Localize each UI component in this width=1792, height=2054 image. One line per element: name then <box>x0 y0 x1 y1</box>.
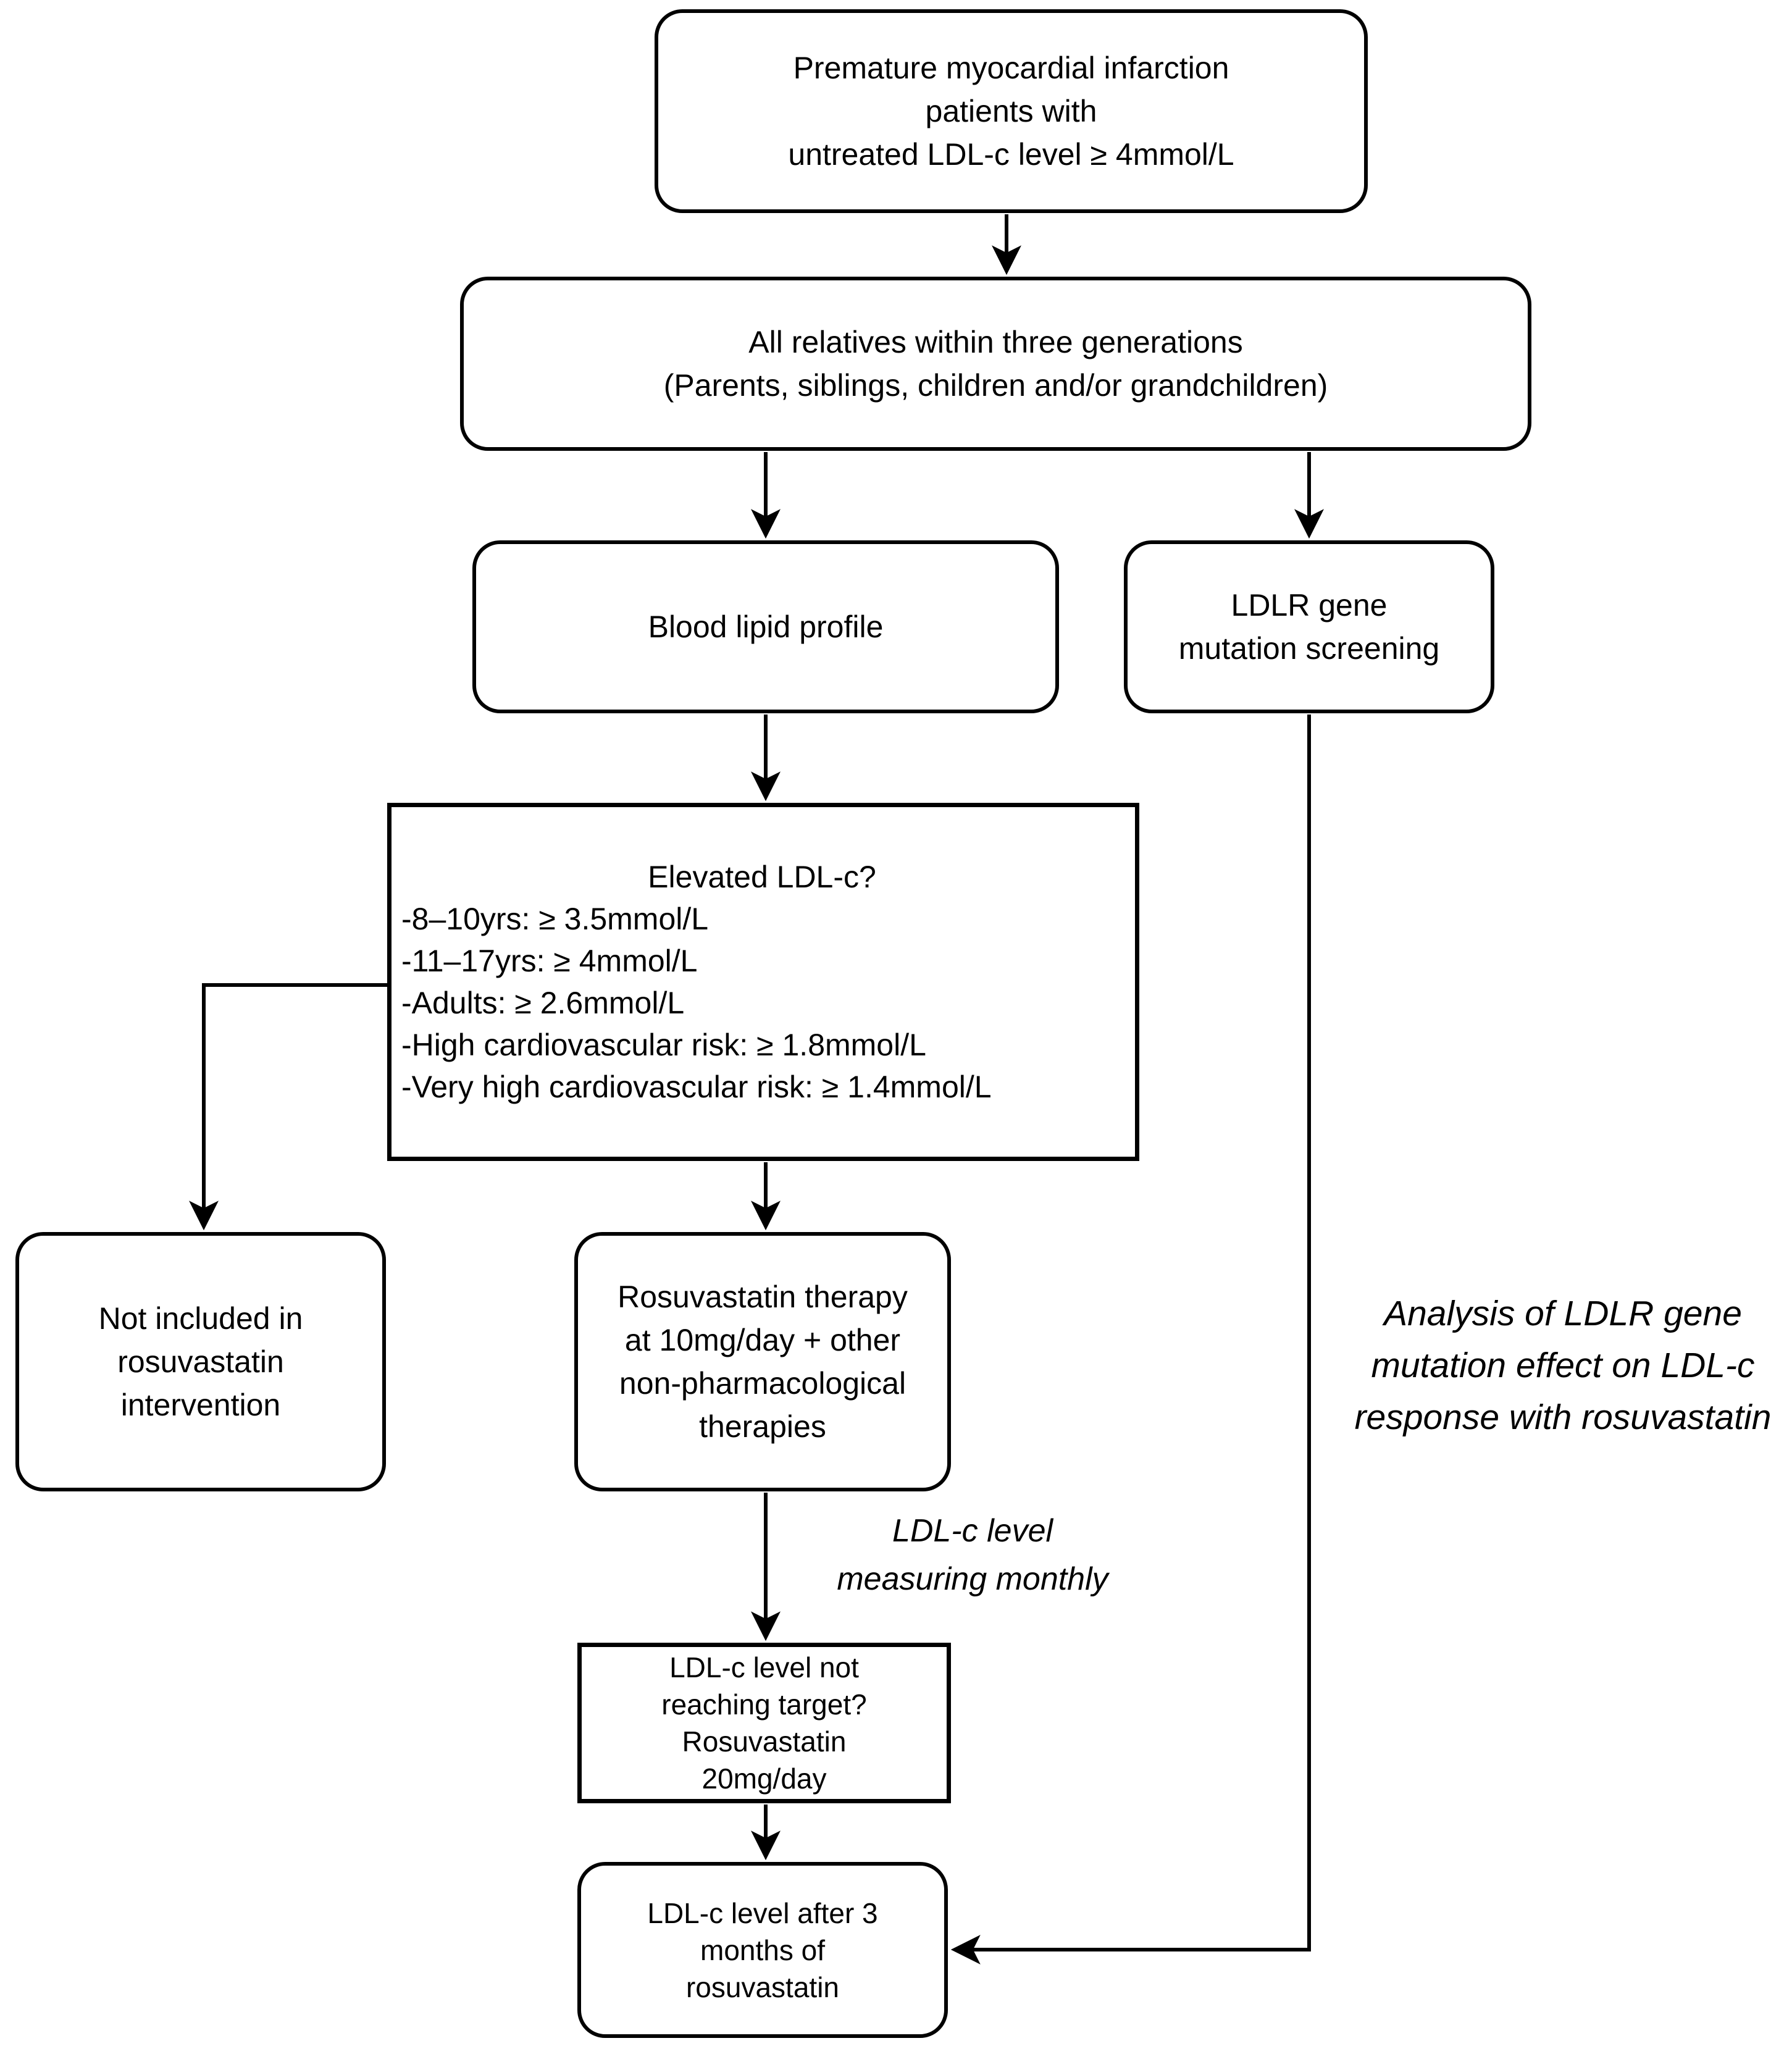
box-elevated-ldlc-criteria: Elevated LDL-c? -8–10yrs: ≥ 3.5mmol/L -1… <box>387 803 1139 1161</box>
box-elevated-ldlc-title: Elevated LDL-c? <box>648 860 876 894</box>
box-rosuvastatin-therapy: Rosuvastatin therapy at 10mg/day + other… <box>574 1232 951 1491</box>
box-ldlc-not-reaching-target-text: LDL-c level not reaching target? Rosuvas… <box>661 1651 867 1795</box>
box-elevated-ldlc-list: -8–10yrs: ≥ 3.5mmol/L -11–17yrs: ≥ 4mmol… <box>401 902 992 1104</box>
box-ldlc-after-3-months: LDL-c level after 3 months of rosuvastat… <box>577 1862 948 2038</box>
box-premature-mi-patients: Premature myocardial infarction patients… <box>655 9 1368 213</box>
box-not-included-text: Not included in rosuvastatin interventio… <box>98 1301 303 1422</box>
arrow-elevated-to-not-included <box>189 983 387 1231</box>
box-premature-mi-patients-text: Premature myocardial infarction patients… <box>788 51 1234 172</box>
box-blood-lipid-profile: Blood lipid profile <box>472 540 1059 713</box>
label-analysis-ldlr-mutation-effect: Analysis of LDLR gene mutation effect on… <box>1354 1294 1772 1437</box>
box-blood-lipid-profile-text: Blood lipid profile <box>648 610 884 644</box>
box-ldlc-after-3-months-text: LDL-c level after 3 months of rosuvastat… <box>647 1897 878 2003</box>
box-ldlc-not-reaching-target: LDL-c level not reaching target? Rosuvas… <box>577 1643 951 1803</box>
box-not-included: Not included in rosuvastatin interventio… <box>15 1232 386 1491</box>
box-rosuvastatin-therapy-text: Rosuvastatin therapy at 10mg/day + other… <box>618 1280 908 1444</box>
box-relatives-three-generations-text: All relatives within three generations (… <box>663 325 1328 403</box>
label-ldlc-measuring-monthly: LDL-c level measuring monthly <box>837 1513 1108 1597</box>
box-ldlr-gene-mutation-screening: LDLR gene mutation screening <box>1124 540 1494 713</box>
box-ldlr-gene-mutation-screening-text: LDLR gene mutation screening <box>1178 588 1440 666</box>
box-relatives-three-generations: All relatives within three generations (… <box>460 277 1531 451</box>
